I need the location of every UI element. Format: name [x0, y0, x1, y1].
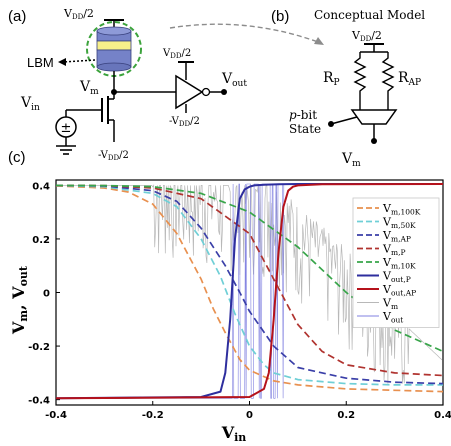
ground-icon	[56, 145, 76, 155]
vdd-neg-label: -VDD/2	[169, 116, 200, 128]
legend-entry: Vout	[382, 310, 403, 325]
legend-entry: Vm,P	[382, 243, 406, 258]
inverter-bubble	[201, 87, 211, 97]
x-tick-label: 0.4	[434, 410, 451, 421]
state-wire	[330, 116, 358, 125]
y-tick-label: 0.2	[32, 235, 50, 246]
legend-entry: Vm,100K	[382, 202, 421, 217]
legend-entry: Vout,AP	[382, 283, 416, 298]
panel-b-label: (b)	[271, 8, 289, 25]
vin-label-a: Vin	[20, 95, 40, 113]
state-dot	[328, 121, 334, 127]
state-label: State	[289, 122, 321, 136]
vm-label-b: Vm	[341, 151, 361, 169]
mtj-cylinder	[96, 26, 132, 72]
tick-labels: -0.4 -0.2 0 0.2 0.4 0.4 0.2 0 -0.2 -0.4	[28, 181, 451, 421]
vout-node-dot	[221, 89, 227, 95]
x-tick-label: -0.2	[142, 410, 164, 421]
legend-entry: Vm	[382, 297, 398, 312]
vdd-mid-label: VDD/2	[162, 48, 191, 60]
x-tick-label: -0.4	[45, 410, 67, 421]
panel-b: (b) Conceptual Model VDD/2 RP RAP Vm p-b…	[271, 8, 425, 169]
y-tick-label: 0.4	[32, 181, 50, 192]
y-tick-label: -0.2	[28, 342, 50, 353]
series-mP	[55, 184, 444, 377]
vdd-b-label: VDD/2	[351, 29, 382, 43]
mux-symbol	[350, 109, 398, 125]
series-m100k	[55, 185, 444, 393]
x-tick-label: 0.2	[337, 410, 355, 421]
rp-label: RP	[323, 70, 340, 88]
panel-b-title: Conceptual Model	[314, 8, 425, 22]
curved-arrowhead	[314, 37, 324, 45]
legend-entry: Vm,10K	[382, 256, 416, 271]
panel-a: (a) VDD/2 LBM Vm VDD/2 -VDD/2	[8, 7, 324, 162]
lbm-dotted-arrow	[63, 59, 96, 63]
lbm-label: LBM	[27, 55, 54, 70]
inverter-triangle	[175, 74, 204, 110]
lbm-arrowhead	[58, 58, 66, 66]
curved-arrow-to-b	[169, 23, 319, 43]
y-axis-label: Vm, Vout	[9, 265, 30, 335]
legend-entry: Vout,P	[382, 270, 411, 285]
series-outP	[55, 183, 443, 400]
vm-b-dot	[371, 138, 377, 144]
x-axis-label: Vin	[221, 423, 247, 444]
vout-label-a: Vout	[221, 71, 247, 89]
legend: Vm,100KVm,50KVm,APVm,PVm,10KVout,PVout,A…	[352, 197, 440, 328]
series-m50k	[55, 184, 443, 386]
panel-a-label: (a)	[8, 8, 26, 25]
vm-label-a: Vm	[79, 79, 99, 97]
resistor-rp	[353, 52, 367, 98]
legend-entry: Vm,50K	[382, 216, 416, 231]
voltage-source-symbol: ±	[61, 121, 72, 136]
vdd-neg-label-2: -VDD/2	[98, 150, 129, 162]
legend-entry: Vm,AP	[382, 229, 411, 244]
resistor-rap	[381, 52, 395, 98]
vdd-top-label: VDD/2	[63, 7, 94, 21]
series-outAP	[55, 183, 444, 400]
x-tick-label: 0	[246, 410, 253, 421]
y-tick-label: 0	[43, 289, 50, 300]
series-mAP	[55, 184, 444, 385]
rap-label: RAP	[398, 70, 421, 88]
panel-c-label: (c)	[8, 149, 26, 166]
y-tick-label: -0.4	[28, 396, 50, 407]
pbit-label: p-bit	[289, 108, 317, 122]
